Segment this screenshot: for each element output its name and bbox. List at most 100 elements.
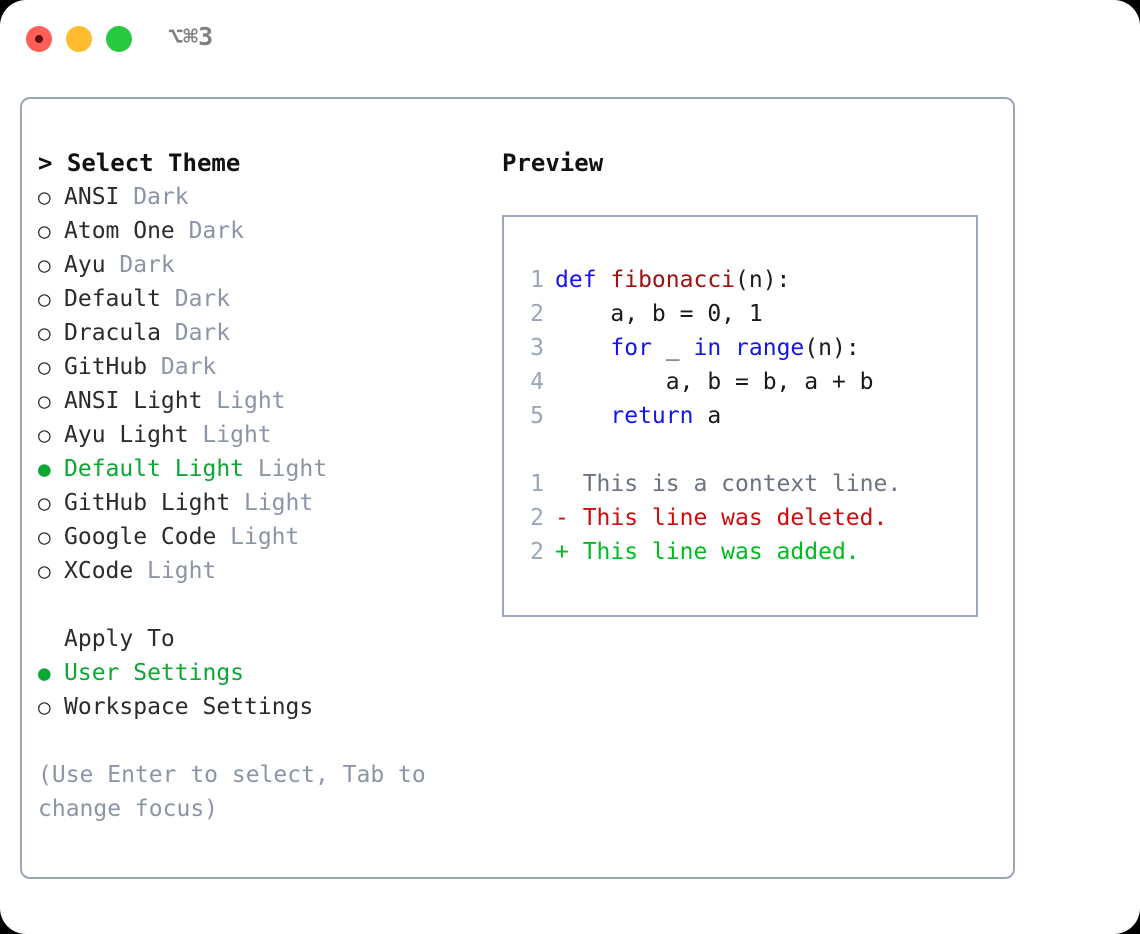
theme-option-default-light[interactable]: ● Default Light Light <box>38 452 478 486</box>
radio-unselected-icon: ○ <box>38 423 51 447</box>
theme-option-label: Default Light <box>64 456 245 482</box>
code-token: _ <box>651 335 694 361</box>
theme-option-label: GitHub Light <box>64 490 231 516</box>
theme-option-label: Ayu Light <box>64 422 189 448</box>
code-token <box>555 403 610 429</box>
line-number: 3 <box>530 335 544 361</box>
theme-option-xcode[interactable]: ○ XCode Light <box>38 554 478 588</box>
title-bar: ⌥⌘3 <box>0 0 1140 78</box>
diff-text: + This line was added. <box>555 539 860 565</box>
theme-option-ayu-light[interactable]: ○ Ayu Light Light <box>38 418 478 452</box>
code-token: def <box>555 267 611 293</box>
theme-option-label: ANSI <box>64 184 120 210</box>
maximize-window-button[interactable] <box>106 26 132 52</box>
diff-text: - This line was deleted. <box>555 505 888 531</box>
line-number: 4 <box>530 369 544 395</box>
theme-option-github-light[interactable]: ○ GitHub Light Light <box>38 486 478 520</box>
code-spacer <box>518 433 968 467</box>
diff-sample-lines: 1 This is a context line. 2 - This line wa… <box>518 467 968 569</box>
code-token: a <box>693 403 722 429</box>
theme-option-tag: Light <box>243 490 314 516</box>
code-text: a, b = 0, 1 <box>555 297 763 331</box>
theme-option-tag: Dark <box>160 354 217 380</box>
apply-to-group: Apply To ● User Settings ○ Workspace Settin… <box>38 622 478 724</box>
theme-option-ayu[interactable]: ○ Ayu Dark <box>38 248 478 282</box>
theme-option-tag: Light <box>216 388 286 414</box>
minimize-window-button[interactable] <box>66 26 92 52</box>
radio-unselected-icon: ○ <box>38 219 51 243</box>
theme-option-label: Default <box>64 286 161 312</box>
code-line: 1 def fibonacci(n): <box>518 263 968 297</box>
apply-to-heading: Apply To <box>64 626 175 652</box>
theme-option-label: Atom One <box>64 218 175 244</box>
theme-option-tag: Light <box>202 422 272 448</box>
diff-line: 1 This is a context line. <box>518 467 968 501</box>
apply-option-workspace-settings[interactable]: ○ Workspace Settings <box>38 690 478 724</box>
theme-option-label: Ayu <box>64 252 106 278</box>
radio-selected-icon: ● <box>38 457 51 481</box>
radio-unselected-icon: ○ <box>38 559 51 583</box>
code-token <box>555 335 610 361</box>
line-number: 1 <box>530 471 544 497</box>
apply-option-user-settings[interactable]: ● User Settings <box>38 656 478 690</box>
radio-unselected-icon: ○ <box>38 185 51 209</box>
code-text: for _ in range(n): <box>555 331 860 365</box>
radio-unselected-icon: ○ <box>38 287 51 311</box>
radio-unselected-icon: ○ <box>38 253 51 277</box>
theme-option-tag: Dark <box>174 320 231 346</box>
theme-option-label: XCode <box>64 558 134 584</box>
line-number: 1 <box>530 267 544 293</box>
code-line: 4 a, b = b, a + b <box>518 365 968 399</box>
code-line: 2 a, b = 0, 1 <box>518 297 968 331</box>
code-token: return <box>610 403 694 429</box>
code-token: fibonacci <box>610 267 736 293</box>
close-window-button[interactable] <box>26 26 52 52</box>
theme-option-tag: Light <box>147 558 217 584</box>
radio-selected-icon: ● <box>38 661 51 685</box>
apply-option-label: Workspace Settings <box>64 694 314 720</box>
code-token <box>721 335 735 361</box>
select-theme-heading: > Select Theme <box>38 149 241 177</box>
theme-option-label: ANSI Light <box>64 388 203 414</box>
line-number: 2 <box>530 539 544 565</box>
apply-to-option-list[interactable]: ● User Settings ○ Workspace Settings <box>38 656 478 724</box>
code-token: a, b = 0, 1 <box>555 301 763 327</box>
theme-option-label: GitHub <box>64 354 148 380</box>
code-text: a, b = b, a + b <box>555 365 874 399</box>
code-token: a, b = b, a + b <box>555 369 874 395</box>
line-number: 2 <box>530 301 544 327</box>
code-text: return a <box>555 399 721 433</box>
code-token: range <box>735 335 805 361</box>
code-token: in <box>693 335 722 361</box>
theme-option-tag: Dark <box>174 286 231 312</box>
diff-line: 2 - This line was deleted. <box>518 501 968 535</box>
theme-option-github[interactable]: ○ GitHub Dark <box>38 350 478 384</box>
radio-unselected-icon: ○ <box>38 321 51 345</box>
theme-option-tag: Light <box>257 456 328 482</box>
apply-option-label: User Settings <box>64 660 245 686</box>
diff-text: This is a context line. <box>555 471 902 497</box>
radio-unselected-icon: ○ <box>38 355 51 379</box>
theme-option-label: Google Code <box>64 524 217 550</box>
code-line: 5 return a <box>518 399 968 433</box>
diff-line: 2 + This line was added. <box>518 535 968 569</box>
theme-option-tag: Dark <box>119 252 175 278</box>
theme-option-tag: Dark <box>188 218 244 244</box>
theme-option-atom-one[interactable]: ○ Atom One Dark <box>38 214 478 248</box>
line-number: 2 <box>530 505 544 531</box>
radio-unselected-icon: ○ <box>38 695 51 719</box>
code-token: (n): <box>804 335 860 361</box>
code-token: (n): <box>735 267 791 293</box>
radio-unselected-icon: ○ <box>38 491 51 515</box>
theme-option-default[interactable]: ○ Default Dark <box>38 282 478 316</box>
